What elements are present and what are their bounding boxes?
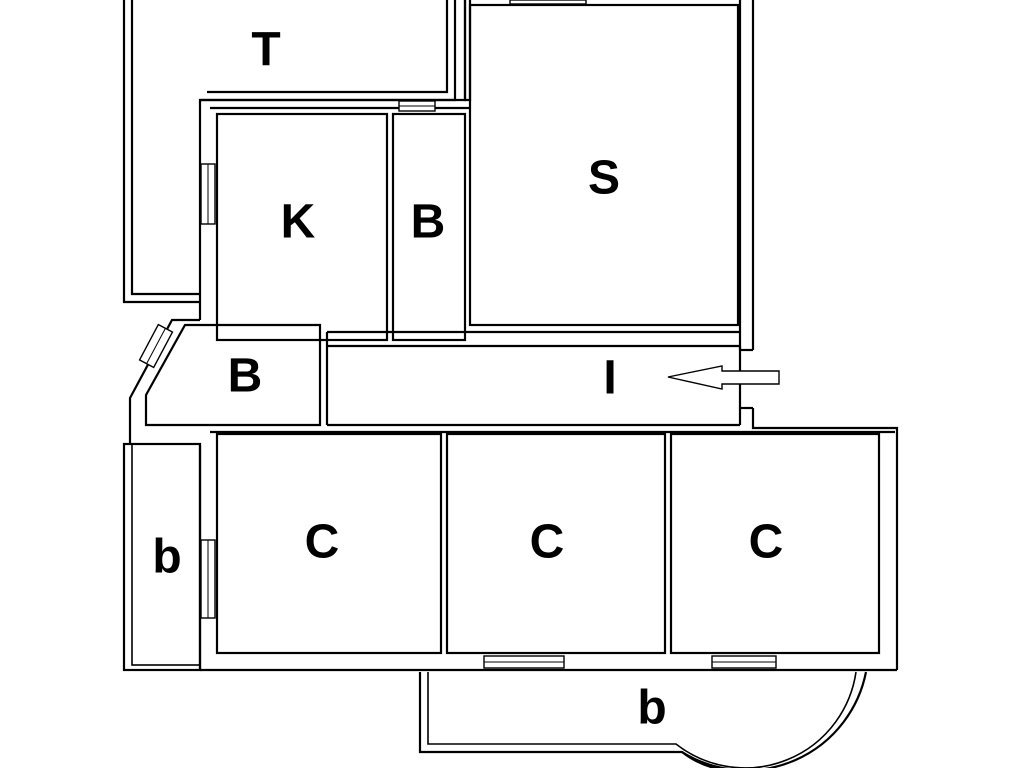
room-label-living: S xyxy=(588,152,620,205)
bedroom-middle-room xyxy=(445,432,667,655)
bathroom-upper-room xyxy=(391,112,467,342)
terrace-wall-right xyxy=(198,0,457,320)
right-outer-upper xyxy=(751,408,899,670)
bathroom-lower-room xyxy=(144,323,322,427)
room-label-hallway: I xyxy=(603,352,616,405)
terrace-wall-right-inner xyxy=(207,0,449,94)
room-label-bedroom-middle: C xyxy=(530,516,565,569)
room-label-kitchen: K xyxy=(281,196,316,249)
terrace-wall xyxy=(122,0,200,304)
room-label-terrace: T xyxy=(251,24,280,77)
room-label-bedroom-right: C xyxy=(749,516,784,569)
room-label-balcony-bottom: b xyxy=(637,682,666,735)
bedroom-left-room xyxy=(215,432,443,655)
balcony-bottom xyxy=(418,671,868,768)
room-label-bedroom-left: C xyxy=(305,516,340,569)
room-label-bathroom-lower: B xyxy=(228,350,263,403)
room-label-balcony-left: b xyxy=(152,531,181,584)
windows xyxy=(138,0,777,669)
room-labels: T K B S B I C C C b b xyxy=(152,24,783,735)
balcony-left-inner xyxy=(131,443,201,666)
kitchen-room xyxy=(215,112,389,342)
balcony-bottom-inner xyxy=(427,671,857,768)
walls xyxy=(122,0,899,768)
window-top-edge xyxy=(509,0,587,5)
living-room xyxy=(468,3,740,327)
bedroom-right-room xyxy=(669,432,881,655)
room-label-bathroom-upper: B xyxy=(411,196,446,249)
top-wall xyxy=(200,0,467,102)
terrace-wall-inner xyxy=(130,0,200,296)
entrance-arrow-icon xyxy=(667,365,780,390)
balcony-bottom-arc-bottom xyxy=(681,751,760,768)
